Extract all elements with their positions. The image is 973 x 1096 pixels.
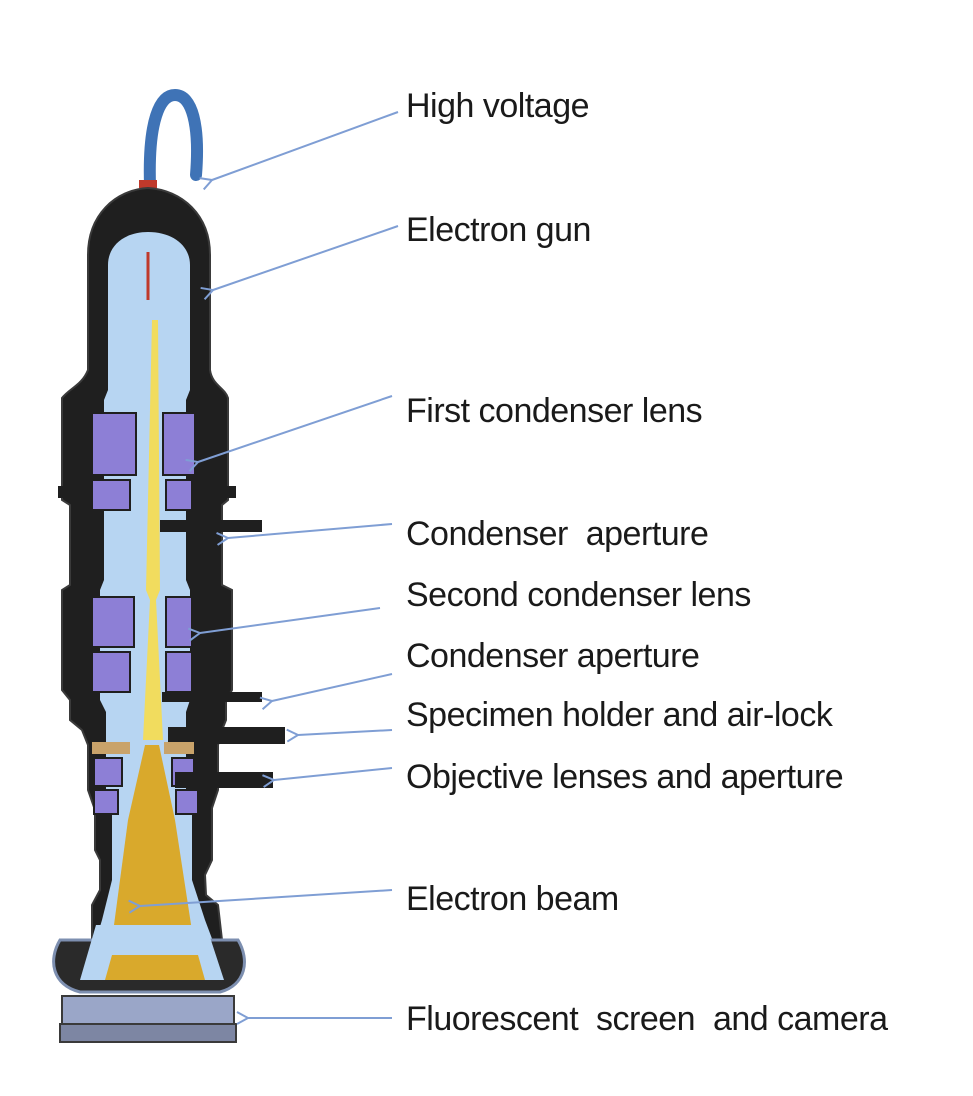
objective-pole-left [92, 742, 130, 754]
arrow-high-voltage [212, 111, 399, 180]
first-condenser-coil-left [91, 412, 137, 476]
arrow-first-condenser [198, 395, 393, 462]
label-condenser-aperture-2: Condenser aperture [406, 637, 699, 675]
gun-flange [58, 486, 70, 498]
label-objective-lenses: Objective lenses and aperture [406, 758, 843, 796]
cable-connector [139, 180, 157, 188]
arrow-condenser-aperture-2 [272, 673, 393, 701]
condenser-aperture-2-arm [162, 692, 262, 702]
label-electron-beam: Electron beam [406, 880, 619, 918]
labels: High voltage Electron gun First condense… [406, 87, 889, 1038]
objective-aperture-arm [175, 772, 273, 788]
arrow-second-condenser [200, 607, 381, 633]
electron-beam-wide [108, 745, 198, 982]
label-high-voltage: High voltage [406, 87, 589, 125]
arrows [140, 111, 399, 1018]
first-condenser-coil-right [162, 412, 196, 476]
screen-base [59, 1023, 237, 1043]
specimen-holder-arm [168, 727, 285, 744]
second-condenser-coil-left [91, 596, 135, 648]
objective-pole-right [164, 742, 194, 754]
arrow-objective-lenses [274, 767, 393, 780]
first-condenser-coil-left-lower [91, 479, 131, 511]
microscope-column [52, 88, 285, 1043]
objective-coil-left [93, 757, 123, 787]
high-voltage-cable [143, 88, 203, 191]
label-condenser-aperture-1: Condenser aperture [406, 515, 708, 553]
label-electron-gun: Electron gun [406, 211, 591, 249]
arrow-specimen-holder [298, 730, 393, 735]
arrow-electron-beam [140, 889, 393, 906]
label-specimen-holder: Specimen holder and air-lock [406, 696, 834, 734]
second-condenser-coil-right-lower [165, 651, 193, 693]
objective-coil-left-lower [93, 789, 119, 815]
arrow-condenser-aperture-1 [228, 523, 393, 538]
arrow-electron-gun [213, 225, 399, 290]
gun-flange-right [222, 486, 236, 498]
first-condenser-coil-right-lower [165, 479, 193, 511]
second-condenser-coil-left-lower [91, 651, 131, 693]
beam-at-screen [105, 955, 205, 980]
second-condenser-coil-right [165, 596, 193, 648]
fluorescent-screen [61, 995, 235, 1025]
condenser-aperture-1-arm [160, 520, 262, 532]
label-fluorescent-screen: Fluorescent screen and camera [406, 1000, 888, 1038]
label-second-condenser-lens: Second condenser lens [406, 576, 751, 614]
electron-beam-narrow [143, 320, 163, 740]
label-first-condenser-lens: First condenser lens [406, 392, 702, 430]
objective-coil-right-lower [175, 789, 199, 815]
